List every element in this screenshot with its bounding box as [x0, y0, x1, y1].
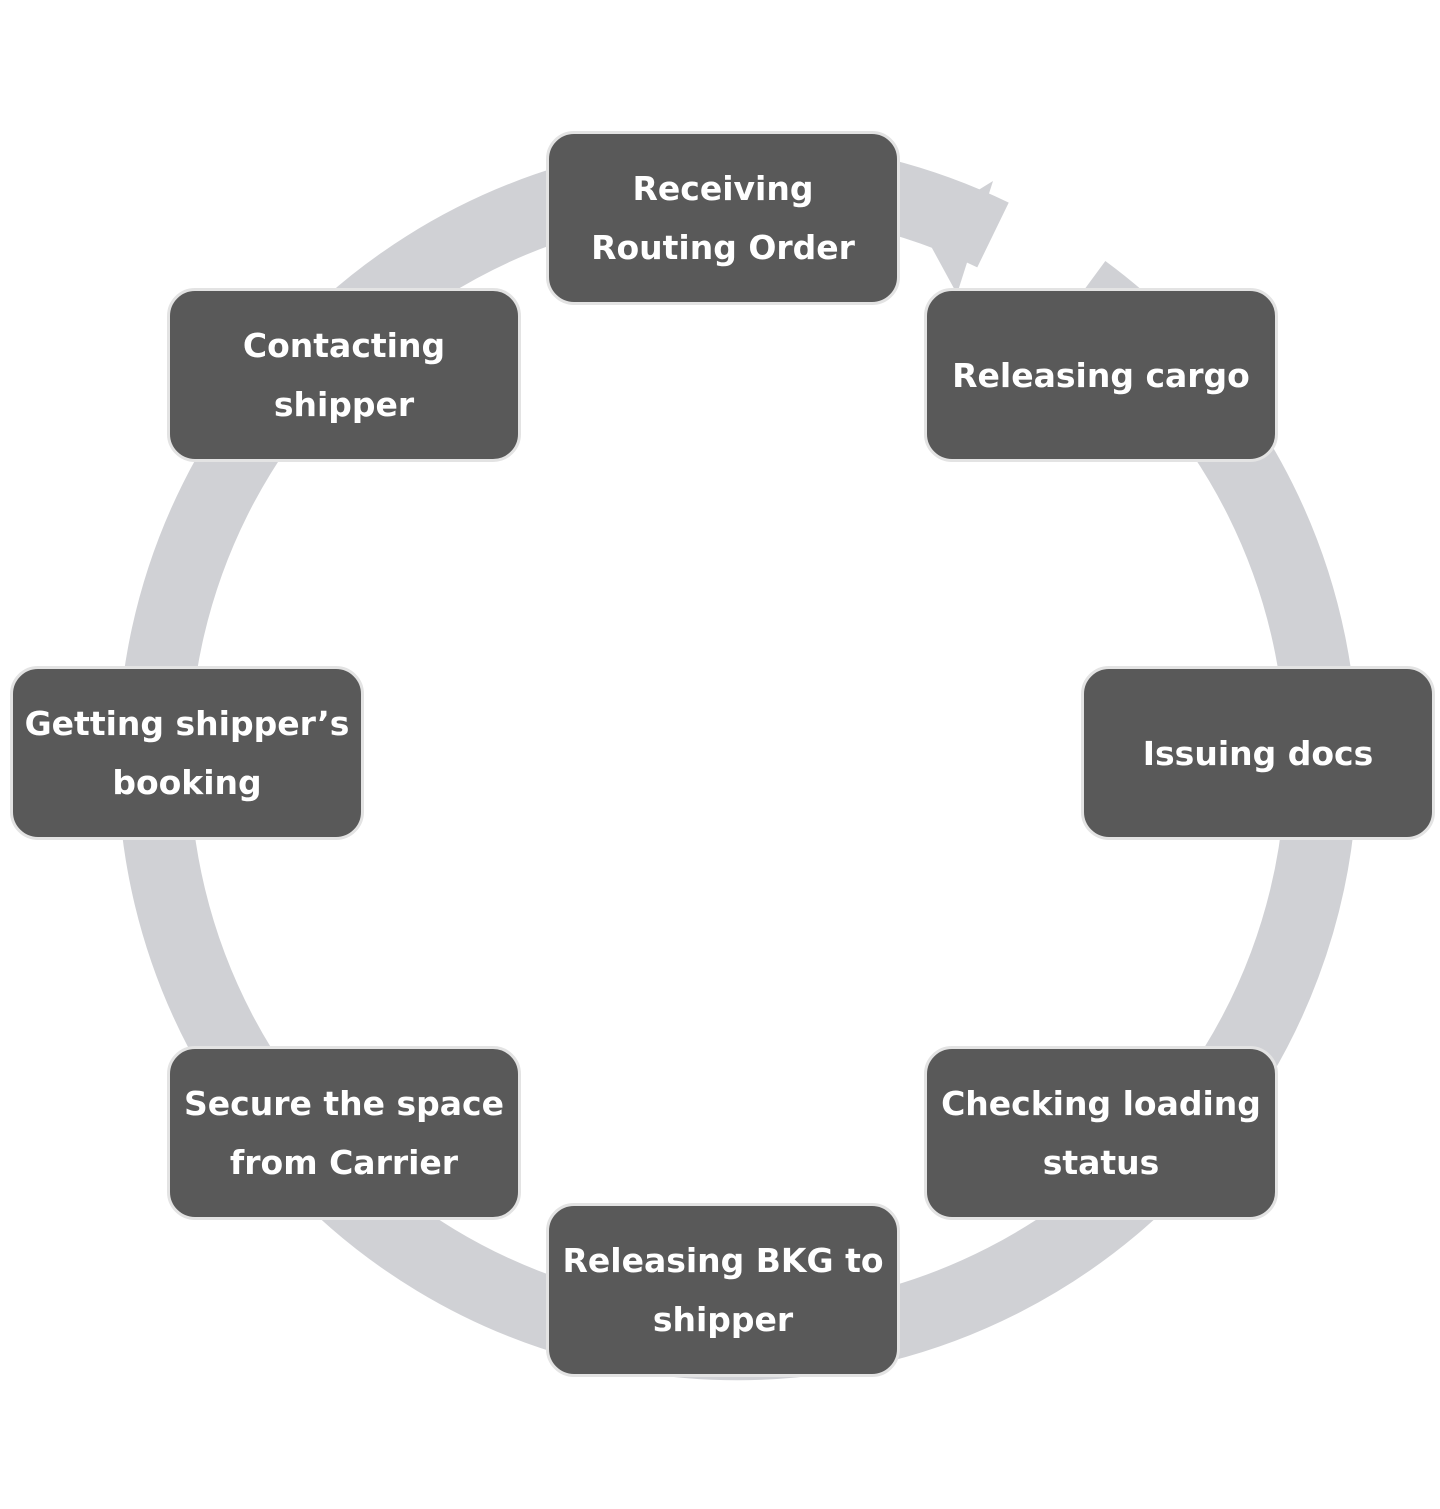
- step-label: Releasing cargo: [952, 355, 1250, 395]
- cycle-arrowhead: [920, 181, 993, 294]
- step-checking-loading-status: Checking loading status: [924, 1046, 1278, 1220]
- step-issuing-docs: Issuing docs: [1081, 666, 1435, 840]
- step-secure-space-from-carrier: Secure the space from Carrier: [167, 1046, 521, 1220]
- step-releasing-bkg-to-shipper: Releasing BKG to shipper: [546, 1203, 900, 1377]
- step-releasing-cargo: Releasing cargo: [924, 288, 1278, 462]
- step-label: Receiving Routing Order: [591, 169, 855, 267]
- step-label: Checking loading status: [941, 1084, 1261, 1182]
- step-receiving-routing-order: Receiving Routing Order: [546, 131, 900, 305]
- step-label: Getting shipper’s booking: [24, 704, 350, 802]
- step-label: Releasing BKG to shipper: [562, 1241, 884, 1339]
- step-label: Issuing docs: [1142, 733, 1374, 773]
- step-label: Secure the space from Carrier: [184, 1084, 504, 1182]
- step-label: Contacting shipper: [242, 326, 446, 424]
- step-contacting-shipper: Contacting shipper: [167, 288, 521, 462]
- step-getting-shippers-booking: Getting shipper’s booking: [10, 666, 364, 840]
